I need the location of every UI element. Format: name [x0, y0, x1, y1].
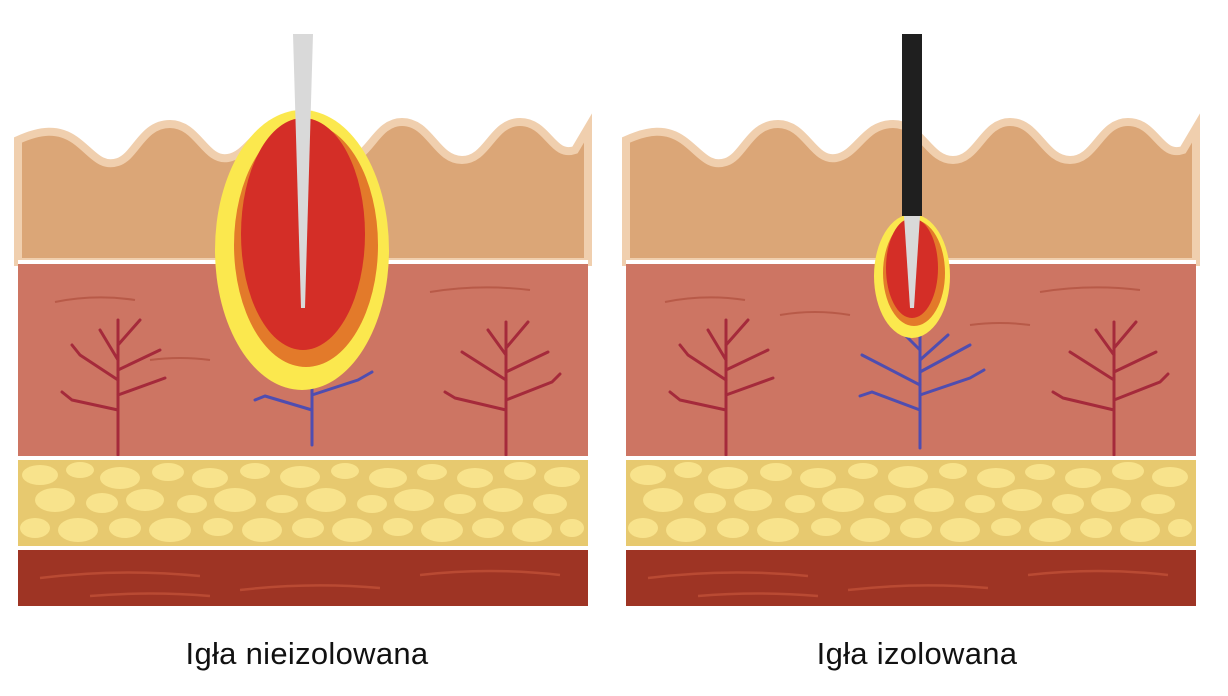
caption-insulated: Igła izolowana [816, 636, 1018, 671]
skin-cross-section-right [622, 34, 1200, 606]
capillary-left-2 [443, 320, 562, 457]
fat-cells-left [20, 462, 584, 542]
fat-cells-right [628, 462, 1192, 542]
insulated-needle-panel: Igła izolowana [610, 0, 1224, 696]
uninsulated-needle [293, 34, 313, 308]
caption-uninsulated: Igła nieizolowana [185, 636, 429, 671]
muscle-layer [18, 550, 588, 606]
uninsulated-needle-panel: Igła nieizolowana [14, 34, 592, 671]
capillary-right-1 [668, 318, 775, 457]
capillary-right-2 [1051, 320, 1170, 457]
skin-cross-section-left [14, 34, 592, 606]
muscle-layer [626, 550, 1196, 606]
insulated-needle-sheath [902, 34, 922, 216]
insulated-needle-tip [904, 216, 920, 308]
vein-right [858, 326, 986, 450]
capillary-left-1 [60, 318, 167, 457]
